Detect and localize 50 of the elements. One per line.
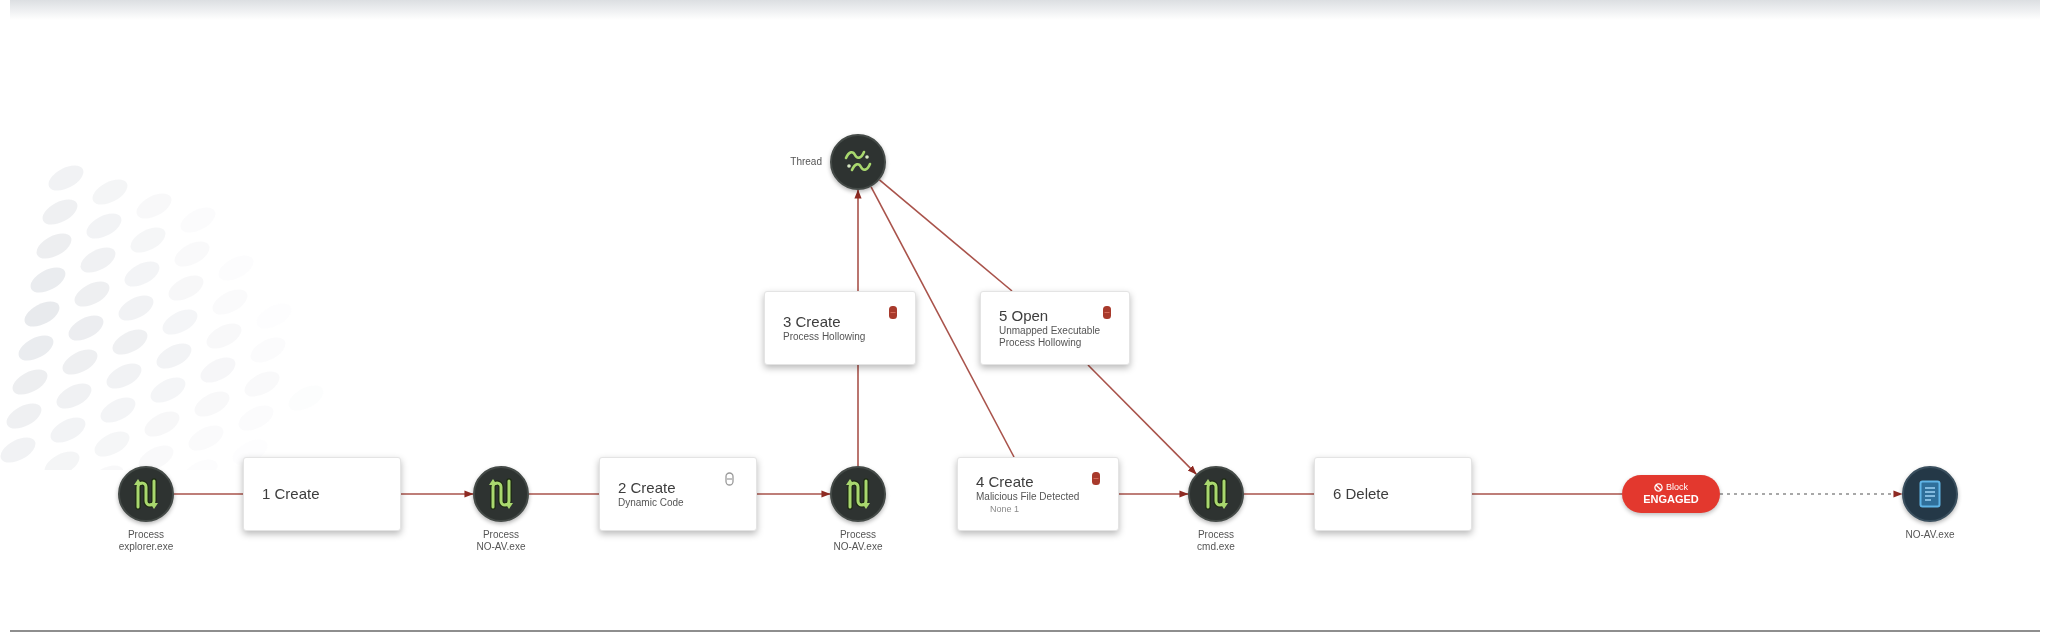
card-title: 1 Create [262, 485, 320, 503]
arrow [854, 189, 862, 292]
card-title: 2 Create [618, 479, 676, 497]
node-caption: explorer.exe [118, 541, 174, 553]
arrow [756, 490, 831, 498]
process-node [1188, 466, 1244, 522]
card-title: 3 Create [783, 313, 841, 331]
connector-line [1471, 493, 1623, 495]
connector-line [857, 364, 859, 467]
card-title: 4 Create [976, 473, 1034, 491]
node-caption: NO-AV.exe [833, 541, 883, 553]
node-caption: NO-AV.exe [476, 541, 526, 553]
badge-status: ENGAGED [1643, 493, 1699, 506]
arrow [1118, 490, 1189, 498]
node-caption: cmd.exe [1197, 541, 1235, 553]
card-subtitle: Unmapped Executable [999, 325, 1101, 337]
block-badge [1622, 475, 1720, 513]
thread-node [830, 134, 886, 190]
event-card [980, 291, 1130, 365]
node-caption: Process [482, 529, 520, 541]
connector-line [878, 179, 1013, 292]
node-caption: NO-AV.exe [1905, 529, 1955, 541]
connector-line [528, 493, 600, 495]
card-title: 5 Open [999, 307, 1049, 325]
arrow [1719, 490, 1903, 498]
event-card [764, 291, 916, 365]
card-subtitle: Dynamic Code [618, 497, 684, 509]
card-subtitle: Malicious File Detected [976, 491, 1080, 503]
connector-line [870, 185, 1015, 458]
event-card [243, 457, 401, 531]
arrow [1087, 364, 1198, 475]
connector-line [1243, 493, 1315, 495]
node-caption: Process [1197, 529, 1235, 541]
badge-label: Block [1666, 482, 1688, 493]
card-subtitle: Process Hollowing [783, 331, 866, 343]
event-card [957, 457, 1119, 531]
event-card [1314, 457, 1472, 531]
process-node [473, 466, 529, 522]
card-note: None 1 [989, 504, 1020, 515]
event-card [599, 457, 757, 531]
arrow [400, 490, 474, 498]
node-caption: Process [839, 529, 877, 541]
node-caption: Thread [790, 156, 822, 168]
process-node [830, 466, 886, 522]
card-title: 6 Delete [1333, 485, 1389, 503]
connector-line [173, 493, 244, 495]
file-node [1902, 466, 1958, 522]
process-node [118, 466, 174, 522]
node-caption: Process [127, 529, 165, 541]
card-subtitle: Process Hollowing [999, 337, 1082, 349]
